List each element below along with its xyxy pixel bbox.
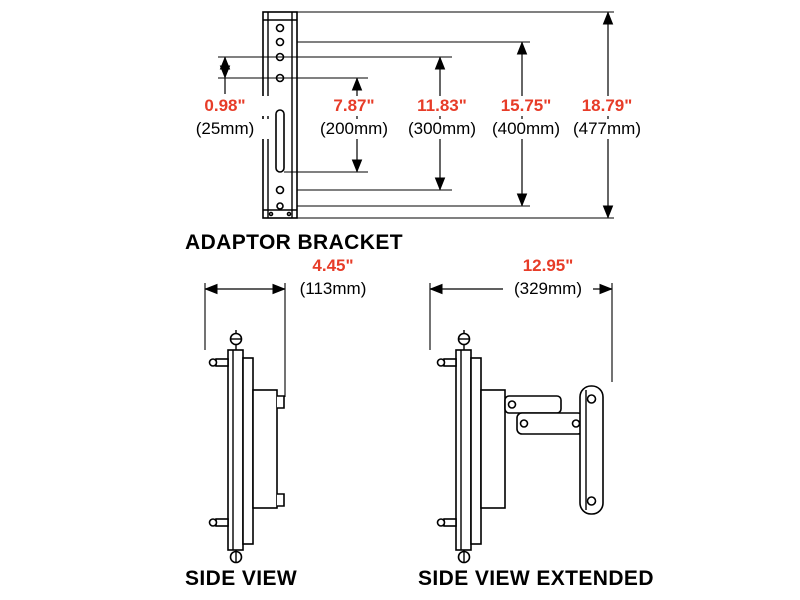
side-view-drawing — [208, 330, 285, 564]
side-view-extended-dim-mm: (329mm) — [503, 279, 593, 299]
side-view-extended-title: SIDE VIEW EXTENDED — [418, 567, 654, 590]
adaptor-dim-5-inches: 18.79" — [562, 96, 652, 116]
side-view-dim-inches: 4.45" — [288, 256, 378, 276]
adaptor-dim-5-mm: (477mm) — [562, 119, 652, 139]
adaptor-bracket-drawing — [262, 11, 298, 219]
tv-plate — [579, 385, 604, 515]
side-view-extended-dim-inches: 12.95" — [503, 256, 593, 276]
pivot-joint — [507, 400, 517, 409]
adaptor-dim-1-inches: 0.98" — [180, 96, 270, 116]
adaptor-dim-1-mm: (25mm) — [180, 119, 270, 139]
adaptor-dim-2-inches: 7.87" — [309, 96, 399, 116]
arm-block — [480, 389, 506, 509]
bracket-slot — [275, 109, 285, 173]
side-view-extended-drawing — [436, 330, 604, 564]
adaptor-dim-2-mm: (200mm) — [309, 119, 399, 139]
side-view-dim-mm: (113mm) — [288, 279, 378, 299]
adaptor-dim-4-mm: (400mm) — [481, 119, 571, 139]
bracket-rail — [470, 357, 482, 545]
adaptor-dim-3-inches: 11.83" — [397, 96, 487, 116]
wall-plate — [227, 349, 244, 551]
arm-block — [252, 389, 278, 509]
adaptor-bracket-title: ADAPTOR BRACKET — [185, 231, 403, 254]
bracket-rail — [242, 357, 254, 545]
pivot-joint — [571, 419, 581, 428]
pivot-joint — [519, 419, 529, 428]
adaptor-dim-4-inches: 15.75" — [481, 96, 571, 116]
side-view-title: SIDE VIEW — [185, 567, 298, 590]
adaptor-dim-3-mm: (300mm) — [397, 119, 487, 139]
wall-plate — [455, 349, 472, 551]
